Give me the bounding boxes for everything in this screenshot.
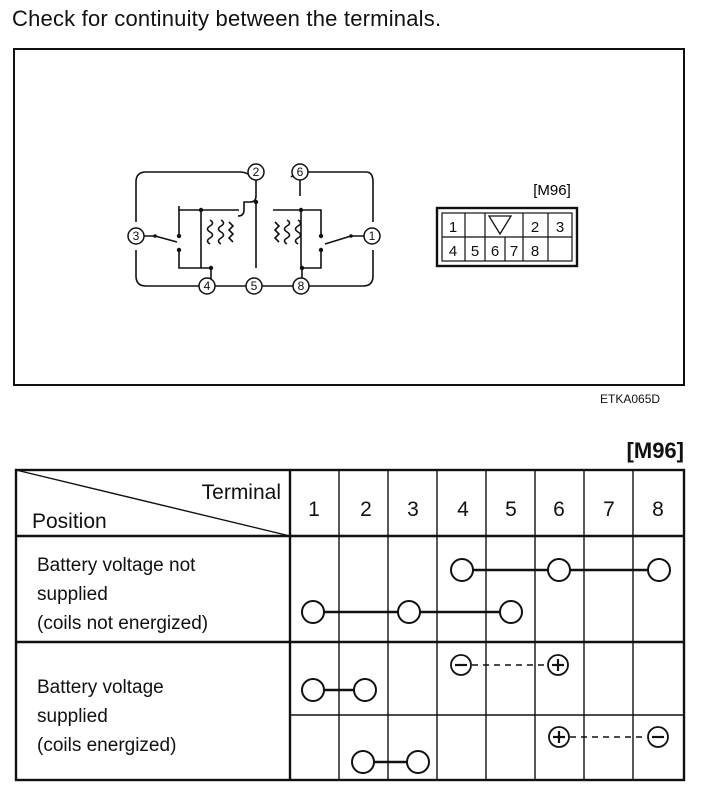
terminal-header-4: 4 [457, 498, 469, 521]
terminal-3-node [127, 227, 145, 245]
terminal-header-8: 8 [652, 498, 664, 521]
terminal-6-label: 6 [297, 165, 304, 179]
header-diagonal [15, 469, 291, 537]
terminal-8-node [292, 277, 310, 295]
terminal-column-dividers [338, 470, 634, 780]
terminal-1-label: 1 [369, 229, 376, 243]
left-resistor [227, 221, 235, 243]
polarity-links [472, 664, 647, 738]
connector-label: [M96] [533, 182, 571, 199]
pin-6: 6 [491, 243, 499, 260]
row-2a-node-1 [301, 678, 325, 702]
header-position: Position [32, 510, 107, 533]
outer-bottom-wire [135, 250, 374, 287]
right-coil-1 [283, 219, 291, 245]
pin-5: 5 [471, 243, 479, 260]
right-resistor [273, 221, 281, 243]
row-2b-node-2 [351, 750, 375, 774]
table-border [14, 468, 686, 782]
terminal-header-6: 6 [553, 498, 565, 521]
terminal-header-2: 2 [360, 498, 372, 521]
terminal-header-7: 7 [603, 498, 615, 521]
row-1-label-line-1: Battery voltage not [37, 555, 196, 576]
terminal-1-node [363, 227, 381, 245]
terminal-5-label: 5 [251, 279, 258, 293]
terminal-5-node [245, 277, 263, 295]
row-1-node-5 [499, 600, 523, 624]
terminal-4-node [198, 277, 216, 295]
connector-key-icon [487, 215, 513, 236]
page-heading: Check for continuity between the termina… [12, 6, 442, 31]
terminal-3-label: 3 [133, 229, 140, 243]
polarity-signs [455, 659, 664, 743]
terminal-header-5: 5 [505, 498, 517, 521]
row-1-node-4 [450, 558, 474, 582]
pin-1: 1 [449, 219, 457, 236]
terminal-1-switch-arm [324, 235, 365, 245]
pin-4: 4 [449, 243, 457, 260]
terminal-2-node [247, 163, 265, 181]
connector-outline [435, 206, 579, 268]
row-1-node-1 [301, 600, 325, 624]
row-2b-node-3 [406, 750, 430, 774]
row-2-label-line-3: (coils energized) [37, 735, 176, 756]
terminal-2-stub [237, 180, 257, 217]
terminal-headers: 1 2 3 4 5 6 7 8 [308, 498, 664, 521]
terminal-4-label: 4 [204, 279, 211, 293]
terminal-header-1: 1 [308, 498, 320, 521]
terminal-2-label: 2 [253, 165, 260, 179]
row-1-node-8 [647, 558, 671, 582]
row-2a-node-2 [353, 678, 377, 702]
pin-2: 2 [531, 219, 539, 236]
terminal-3-switch-arm [143, 235, 178, 243]
row-1-node-3 [397, 600, 421, 624]
row-1-label-line-3: (coils not energized) [37, 613, 208, 634]
row-1-label-line-2: supplied [37, 584, 108, 605]
terminal-8-label: 8 [298, 279, 305, 293]
pin-8: 8 [531, 243, 539, 260]
terminal-6-node [291, 163, 309, 181]
header-terminal: Terminal [202, 481, 281, 504]
left-coil-2 [217, 219, 225, 245]
pin-3: 3 [556, 219, 564, 236]
row-2-label-line-2: supplied [37, 706, 108, 727]
pin-7: 7 [510, 243, 518, 260]
right-coil-2 [294, 219, 302, 245]
figure-code: ETKA065D [600, 392, 661, 406]
continuity-links [324, 568, 648, 764]
left-relay-inner-wire [178, 206, 202, 268]
row-1-node-6 [547, 558, 571, 582]
terminal-header-3: 3 [407, 498, 419, 521]
relay-diagram-frame: 1 2 3 4 5 6 8 [M96] 1 2 3 4 5 [13, 48, 685, 386]
row-2-label-line-1: Battery voltage [37, 677, 164, 698]
continuity-nodes [301, 558, 671, 774]
left-coil-1 [206, 219, 214, 245]
connector-tag: [M96] [626, 438, 684, 463]
relay-circuit-diagram: 1 2 3 4 5 6 8 [M96] 1 2 3 4 5 [127, 163, 579, 295]
